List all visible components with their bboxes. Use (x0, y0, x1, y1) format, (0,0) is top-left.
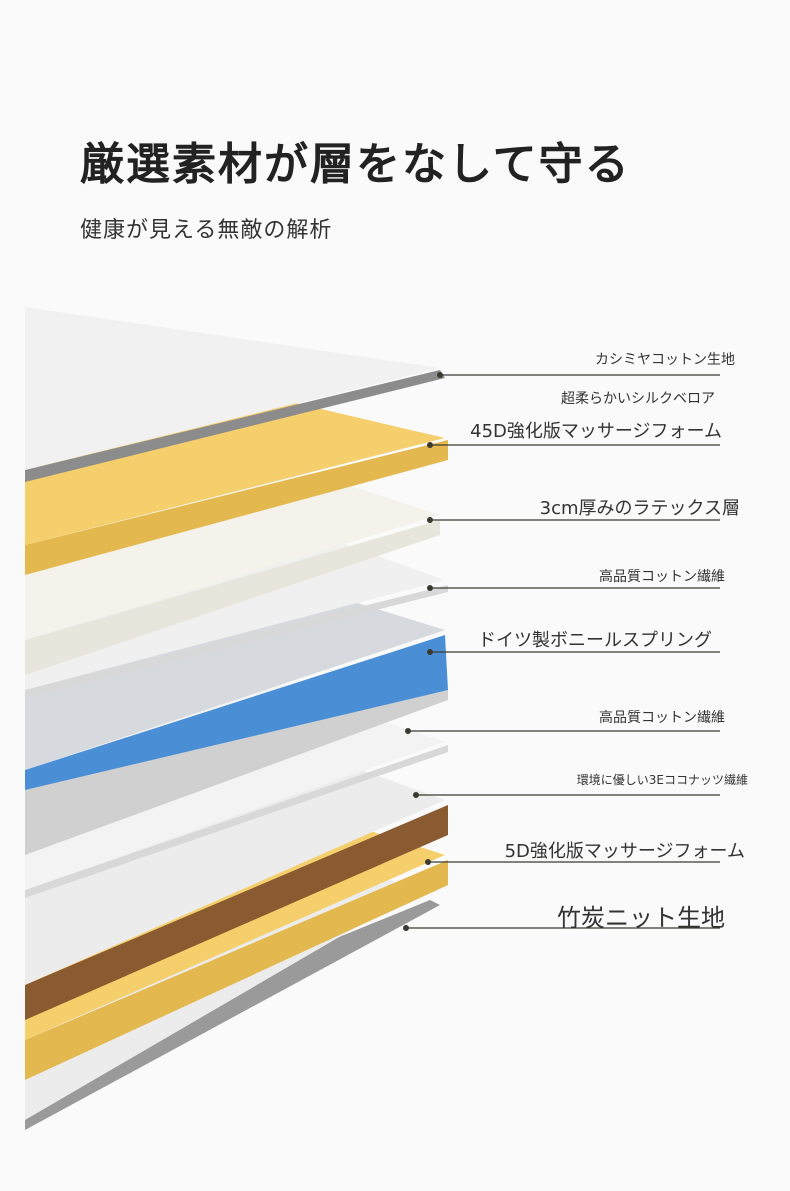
leader-dot (425, 859, 431, 865)
leader-dot (427, 517, 433, 523)
label-leader-lines (403, 372, 720, 931)
layer-label: 超柔らかいシルクベロア (561, 391, 715, 407)
leader-dot (427, 649, 433, 655)
layer-label: 高品質コットン繊維 (599, 710, 725, 726)
layer-label: 45D強化版マッサージフォーム (470, 421, 722, 442)
leader-dot (403, 925, 409, 931)
layer-cashmere-cover (25, 307, 445, 482)
layer-label: 高品質コットン繊維 (599, 569, 725, 585)
layer-label: ドイツ製ボニールスプリング (478, 630, 712, 651)
page-title: 厳選素材が層をなして守る (80, 139, 631, 190)
layer-label: 5D強化版マッサージフォーム (504, 841, 745, 862)
page-subtitle: 健康が見える無敵の解析 (80, 218, 333, 243)
layer-label: 環境に優しい3Eココナッツ繊維 (576, 773, 748, 787)
leader-dot (427, 585, 433, 591)
layer-label: 3cm厚みのラテックス層 (539, 498, 740, 519)
layer-label: 竹炭ニット生地 (557, 904, 725, 932)
leader-dot (427, 442, 433, 448)
leader-dot (413, 792, 419, 798)
layer-label: カシミヤコットン生地 (595, 352, 735, 368)
leader-dot (437, 372, 443, 378)
leader-dot (405, 728, 411, 734)
